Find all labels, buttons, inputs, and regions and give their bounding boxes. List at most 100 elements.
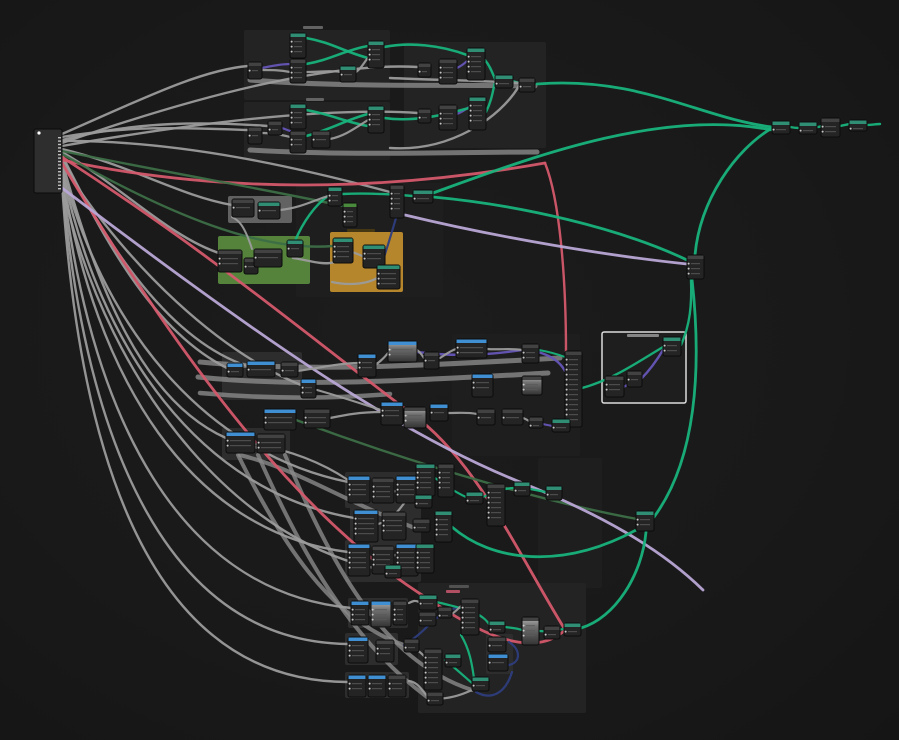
- graph-node[interactable]: [303, 408, 331, 429]
- graph-node[interactable]: [403, 406, 427, 429]
- node-body[interactable]: [820, 117, 841, 138]
- input-port[interactable]: [372, 558, 375, 561]
- input-port[interactable]: [565, 373, 568, 376]
- input-port[interactable]: [424, 681, 427, 684]
- input-port[interactable]: [388, 348, 391, 351]
- node-body[interactable]: [471, 373, 494, 398]
- node-body[interactable]: [466, 47, 486, 81]
- input-port[interactable]: [290, 66, 293, 69]
- input-port[interactable]: [363, 252, 366, 255]
- input-port[interactable]: [469, 119, 472, 122]
- graph-node[interactable]: [513, 481, 531, 497]
- input-port[interactable]: [415, 502, 418, 505]
- input-port[interactable]: [343, 220, 346, 223]
- node-body[interactable]: [423, 648, 443, 691]
- graph-node[interactable]: [626, 370, 643, 388]
- input-port[interactable]: [390, 192, 393, 195]
- output-port[interactable]: [58, 174, 61, 176]
- input-port[interactable]: [438, 614, 441, 617]
- graph-node[interactable]: [848, 119, 868, 132]
- graph-node[interactable]: [604, 375, 625, 398]
- input-port[interactable]: [264, 416, 267, 419]
- input-port[interactable]: [257, 441, 260, 444]
- input-port[interactable]: [627, 378, 630, 381]
- input-port[interactable]: [348, 649, 351, 652]
- input-port[interactable]: [467, 55, 470, 58]
- input-port[interactable]: [467, 65, 470, 68]
- input-port[interactable]: [377, 277, 380, 280]
- graph-node[interactable]: [545, 485, 563, 501]
- graph-node[interactable]: [468, 96, 487, 131]
- input-port[interactable]: [340, 73, 343, 76]
- input-port[interactable]: [264, 421, 267, 424]
- input-port[interactable]: [416, 561, 419, 564]
- graph-node[interactable]: [486, 483, 506, 527]
- input-port[interactable]: [290, 71, 293, 74]
- input-port[interactable]: [419, 602, 422, 605]
- input-port[interactable]: [472, 684, 475, 687]
- graph-node[interactable]: [289, 32, 307, 59]
- graph-node[interactable]: [487, 653, 509, 672]
- input-port[interactable]: [687, 272, 690, 275]
- input-port[interactable]: [218, 262, 221, 265]
- graph-node[interactable]: [231, 198, 255, 218]
- input-port[interactable]: [424, 661, 427, 664]
- input-port[interactable]: [388, 353, 391, 356]
- graph-node[interactable]: [347, 636, 369, 664]
- input-port[interactable]: [424, 671, 427, 674]
- input-port[interactable]: [377, 272, 380, 275]
- output-port[interactable]: [58, 188, 61, 190]
- output-port[interactable]: [58, 177, 61, 180]
- graph-node[interactable]: [423, 648, 443, 691]
- input-port[interactable]: [290, 138, 293, 141]
- input-port[interactable]: [287, 247, 290, 250]
- input-port[interactable]: [461, 621, 464, 624]
- input-port[interactable]: [772, 128, 775, 131]
- input-port[interactable]: [564, 630, 567, 633]
- input-port[interactable]: [552, 426, 555, 429]
- input-port[interactable]: [424, 676, 427, 679]
- node-body[interactable]: [455, 338, 488, 359]
- input-port[interactable]: [368, 687, 371, 690]
- graph-node[interactable]: [418, 611, 437, 627]
- node-body[interactable]: [468, 96, 487, 131]
- input-port[interactable]: [343, 215, 346, 218]
- graph-node[interactable]: [471, 373, 494, 398]
- input-port[interactable]: [232, 206, 235, 209]
- node-body[interactable]: [256, 433, 286, 454]
- node-body[interactable]: [486, 483, 506, 527]
- input-port[interactable]: [456, 346, 459, 349]
- graph-node[interactable]: [389, 184, 405, 219]
- input-port[interactable]: [404, 414, 407, 417]
- input-port[interactable]: [348, 561, 351, 564]
- input-port[interactable]: [565, 413, 568, 416]
- input-port[interactable]: [388, 682, 391, 685]
- input-port[interactable]: [663, 349, 666, 352]
- graph-node[interactable]: [543, 625, 561, 640]
- graph-node[interactable]: [429, 403, 449, 422]
- input-port[interactable]: [413, 526, 416, 529]
- input-port[interactable]: [348, 644, 351, 647]
- node-body[interactable]: [357, 353, 377, 378]
- graph-node[interactable]: [487, 636, 507, 653]
- input-port[interactable]: [368, 58, 371, 61]
- input-port[interactable]: [358, 366, 361, 369]
- graph-node[interactable]: [289, 103, 307, 130]
- graph-node[interactable]: [476, 408, 496, 426]
- input-port[interactable]: [348, 556, 351, 559]
- input-port[interactable]: [351, 608, 354, 611]
- input-port[interactable]: [396, 556, 399, 559]
- input-port[interactable]: [227, 370, 230, 373]
- graph-node[interactable]: [357, 353, 377, 378]
- graph-node[interactable]: [347, 543, 371, 577]
- input-port[interactable]: [502, 416, 505, 419]
- graph-node[interactable]: [375, 639, 395, 663]
- graph-node[interactable]: [414, 494, 433, 509]
- node-body[interactable]: [353, 509, 379, 543]
- node-collapse-dot[interactable]: [37, 131, 41, 135]
- input-port[interactable]: [687, 267, 690, 270]
- input-port[interactable]: [565, 363, 568, 366]
- graph-node[interactable]: [387, 674, 407, 698]
- node-body[interactable]: [347, 543, 371, 577]
- input-port[interactable]: [396, 493, 399, 496]
